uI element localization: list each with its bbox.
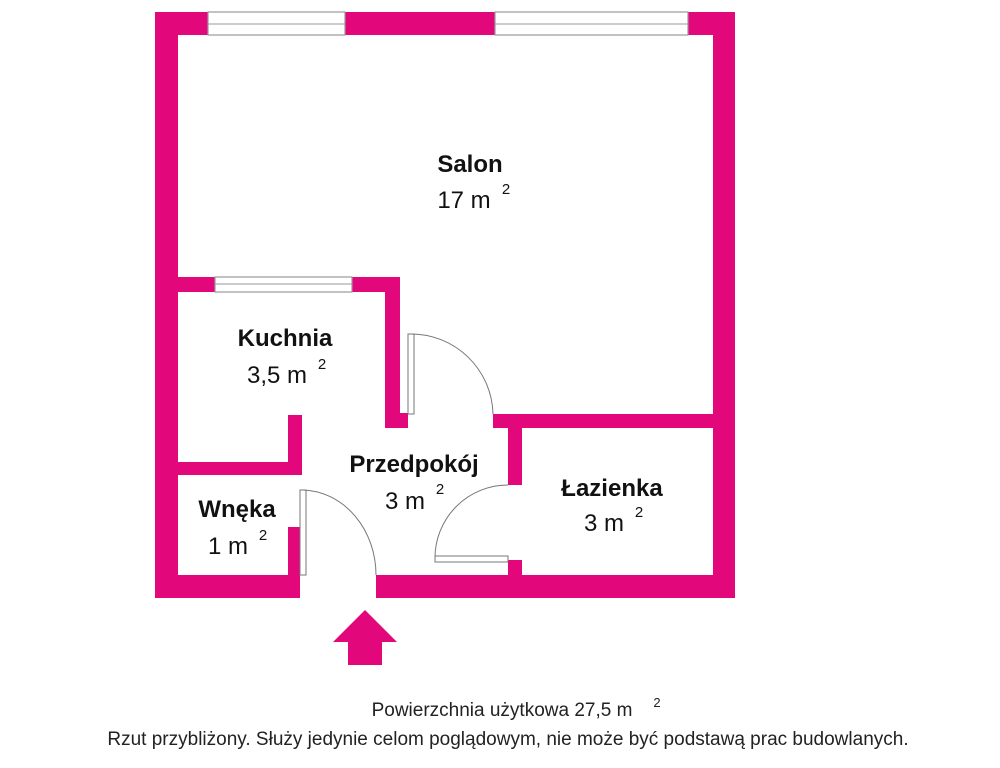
bottom-wall-right <box>376 575 735 598</box>
room-name-wneka: Wnęka <box>198 496 276 523</box>
alcove-top-wall <box>178 462 302 475</box>
windows <box>207 11 689 293</box>
doors <box>299 333 509 576</box>
kitchen-right-wall <box>385 277 400 428</box>
room-area-lazienka: 3 m <box>584 510 624 537</box>
unit-exponent: 2 <box>502 181 510 198</box>
room-name-kuchnia: Kuchnia <box>238 325 333 352</box>
room-name-lazienka: Łazienka <box>561 475 663 502</box>
room-area-wneka: 1 m <box>208 533 248 560</box>
room-name-przedpokoj: Przedpokój <box>349 451 478 478</box>
room-area-kuchnia: 3,5 m <box>247 362 307 389</box>
bottom-wall-left <box>155 575 300 598</box>
right-wall <box>713 12 735 598</box>
bathroom-left-wall <box>508 414 522 485</box>
unit-exponent: 2 <box>318 356 326 373</box>
disclaimer: Rzut przybliżony. Służy jedynie celom po… <box>107 729 908 750</box>
bathroom-door-swing <box>434 484 509 560</box>
bathroom-door-leaf <box>434 555 509 563</box>
left-wall <box>155 12 178 598</box>
usable-area: Powierzchnia użytkowa 27,5 m <box>372 700 633 721</box>
unit-exponent: 2 <box>259 527 267 544</box>
kitchen-partition <box>288 415 302 475</box>
room-area-salon: 17 m <box>437 187 490 214</box>
kitchen-wall-stub <box>385 413 408 428</box>
salon-door-leaf <box>407 333 415 415</box>
entry-door-swing <box>302 489 377 576</box>
bathroom-wall-stub <box>508 560 522 575</box>
unit-exponent: 2 <box>635 504 643 521</box>
entry-door-leaf <box>299 489 307 576</box>
unit-exponent: 2 <box>436 481 444 498</box>
salon-door-swing <box>410 333 494 415</box>
room-area-przedpokoj: 3 m <box>385 488 425 515</box>
entrance-arrow-icon <box>333 610 397 665</box>
usable-area-exponent: 2 <box>653 695 660 710</box>
salon-bottom-wall <box>493 414 713 428</box>
room-name-salon: Salon <box>437 151 502 178</box>
alcove-wall-stub <box>288 527 302 575</box>
